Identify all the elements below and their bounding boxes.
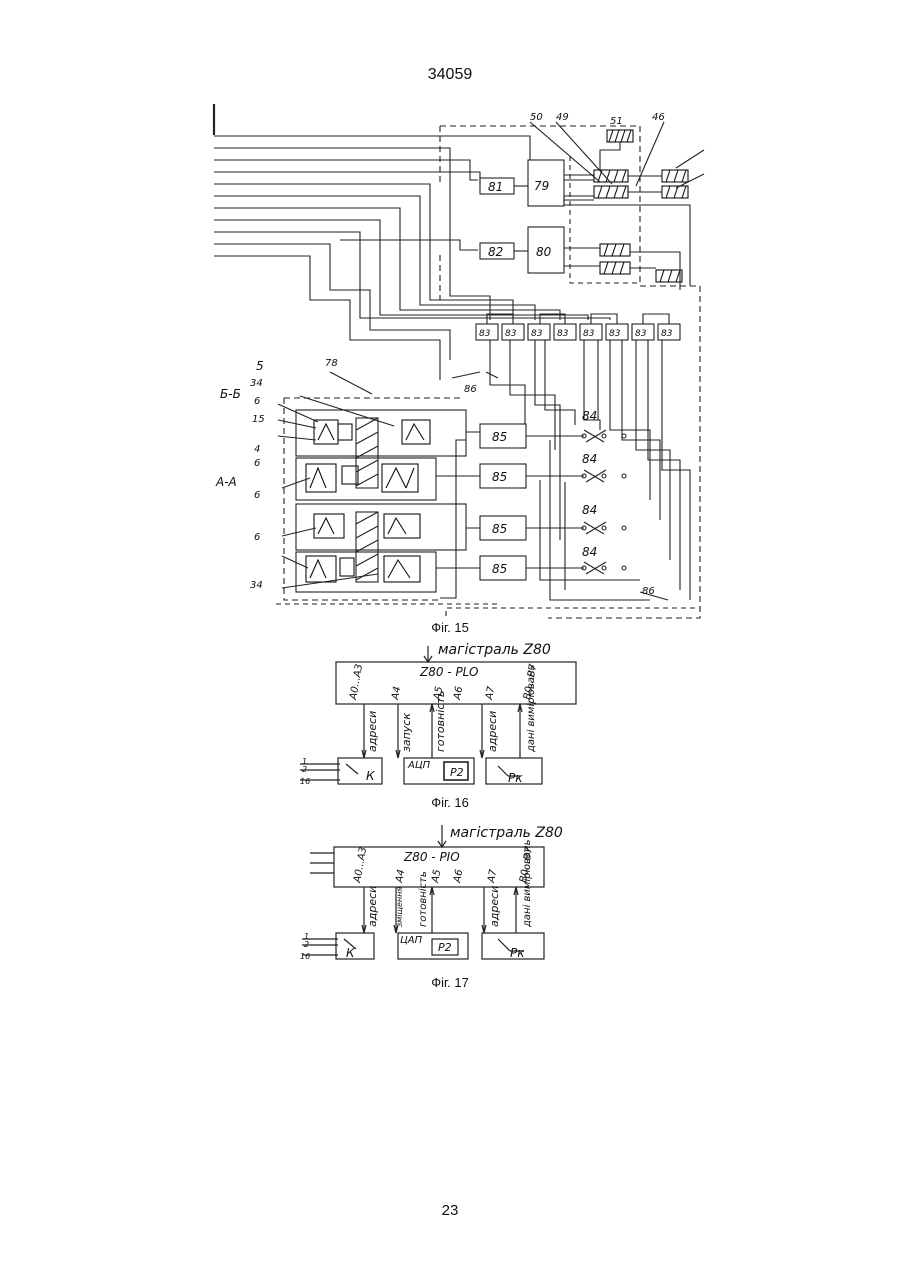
signal-ready-fig17: готовність xyxy=(417,871,429,927)
controller-label-fig17: Z80 - PIO xyxy=(403,850,460,864)
port-a7-fig17: A7 xyxy=(486,868,499,885)
figure-15-caption: Фіг. 15 xyxy=(0,620,900,635)
port-a4-fig17: A4 xyxy=(394,869,407,885)
block-83-label: 83 xyxy=(635,329,647,339)
block-dac: ЦАП xyxy=(400,935,423,946)
block-83-label: 83 xyxy=(609,329,621,339)
block-85-label: 85 xyxy=(492,470,507,484)
input-16-fig17: 16 xyxy=(300,952,310,961)
callout-50: 50 xyxy=(530,112,543,123)
input-2-fig17: 2 xyxy=(304,940,309,949)
block-83-label: 83 xyxy=(557,329,569,339)
block-pk-fig17: Рк xyxy=(510,946,525,960)
callout-86: 86 xyxy=(642,586,655,597)
callout-34: 34 xyxy=(250,580,263,591)
callout-49: 49 xyxy=(556,112,569,123)
signal-ready-fig16: готовність xyxy=(434,691,447,752)
signal-address-fig17: адреси xyxy=(366,886,379,927)
block-p2-fig17: Р2 xyxy=(438,941,452,954)
figure-16-schematic: магістраль Z80 Z80 - PLO A0...A3 A4 A5 A… xyxy=(0,640,900,810)
block-adc: АЦП xyxy=(407,760,431,771)
block-83-label: 83 xyxy=(583,329,595,339)
block-84-label: 84 xyxy=(582,409,597,423)
callout-6: 6 xyxy=(254,490,260,501)
callout-86: 86 xyxy=(464,384,477,395)
signal-address-fig16: адреси xyxy=(366,711,379,752)
block-k-fig16: К xyxy=(366,769,375,783)
port-a7: A7 xyxy=(484,685,497,702)
block-83-label: 83 xyxy=(479,329,491,339)
signal-data-fig16: дані вимірювань xyxy=(525,664,537,753)
block-p2-fig16: Р2 xyxy=(450,766,464,779)
callout-78: 78 xyxy=(325,358,338,369)
block-84-label: 84 xyxy=(582,545,597,559)
callout-6: 6 xyxy=(254,532,260,543)
block-83-label: 83 xyxy=(505,329,517,339)
port-a0-a3-fig17: A0...A3 xyxy=(352,846,369,884)
input-2-fig16: 2 xyxy=(302,765,307,774)
input-16-fig16: 16 xyxy=(300,777,310,786)
block-80-label: 80 xyxy=(536,245,552,259)
callout-6: 6 xyxy=(254,396,260,407)
block-82-label: 82 xyxy=(488,245,503,259)
signal-offset-fig17: зміщення xyxy=(395,887,404,927)
callout-5: 5 xyxy=(256,359,264,373)
signal-address2-fig16: адреси xyxy=(486,711,499,752)
signal-data-fig17: дані вимірювань xyxy=(521,839,533,928)
signal-start-fig16: запуск xyxy=(400,713,413,752)
port-a5-fig17: A5 xyxy=(430,869,443,885)
block-85-label: 85 xyxy=(492,522,507,536)
block-k-fig17: К xyxy=(346,946,355,960)
block-79-label: 79 xyxy=(534,179,549,193)
port-a6: A6 xyxy=(452,686,465,702)
figure-17-caption: Фіг. 17 xyxy=(0,975,900,990)
signal-address2-fig17: адреси xyxy=(488,886,501,927)
block-85-label: 85 xyxy=(492,562,507,576)
callout-6: 6 xyxy=(254,458,260,469)
block-84-label: 84 xyxy=(582,452,597,466)
block-85-label: 85 xyxy=(492,430,507,444)
callout-34: 34 xyxy=(250,378,263,389)
bus-title-fig17: магістраль Z80 xyxy=(450,825,563,841)
block-pk-fig16: Рк xyxy=(508,771,523,785)
controller-label-fig16: Z80 - PLO xyxy=(419,665,478,679)
callout-46: 46 xyxy=(652,112,665,123)
figure-16-caption: Фіг. 16 xyxy=(0,795,900,810)
port-a4: A4 xyxy=(390,686,403,702)
block-84-label: 84 xyxy=(582,503,597,517)
block-83-label: 83 xyxy=(531,329,543,339)
page-number: 23 xyxy=(0,1202,900,1219)
callout-4: 4 xyxy=(254,444,260,455)
section-label-b-b: Б-Б xyxy=(220,387,241,401)
block-81-label: 81 xyxy=(488,180,503,194)
figure-17-schematic: магістраль Z80 Z80 - PIO A0...A3 A4 A5 A… xyxy=(0,815,900,995)
section-label-a-a: А-А xyxy=(215,475,237,489)
port-a0-a3: A0...A3 xyxy=(348,663,365,701)
callout-15: 15 xyxy=(252,414,265,425)
figure-15-schematic: 79 80 81 82 50 49 51 46 83 83 83 83 83 8… xyxy=(0,0,900,640)
port-a6-fig17: A6 xyxy=(452,869,465,885)
callout-51: 51 xyxy=(610,116,623,127)
block-83-label: 83 xyxy=(661,329,673,339)
bus-title-fig16: магістраль Z80 xyxy=(438,642,551,658)
